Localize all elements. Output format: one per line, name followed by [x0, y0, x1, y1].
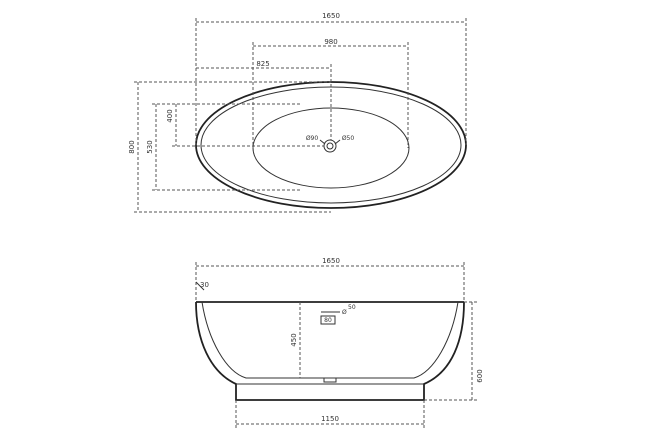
- label-drain-left: Ø90: [306, 135, 319, 142]
- drain-inner-icon: [326, 142, 334, 150]
- label-basin-width: 530: [146, 140, 154, 153]
- label-overall-length-side: 1650: [322, 257, 340, 265]
- label-overall-height: 600: [476, 369, 484, 382]
- leader-rim-thickness: [195, 281, 205, 291]
- tub-side-outer: [195, 301, 465, 401]
- label-base-length: 1150: [321, 415, 339, 423]
- label-basin-length: 980: [324, 38, 337, 46]
- label-drain-offset: 825: [256, 60, 269, 68]
- label-rim-thickness: 30: [200, 281, 209, 289]
- waste-fitting-icon: [323, 377, 337, 383]
- drain-icon: [323, 139, 337, 153]
- label-waste-a: 80: [324, 317, 332, 324]
- label-drain-center-y: 400: [166, 109, 174, 122]
- label-inner-depth: 450: [290, 333, 298, 346]
- label-waste-c: 50: [348, 304, 356, 311]
- top-view: 1650 980 825 800 530 400 Ø90 Ø50: [128, 12, 467, 213]
- label-drain-right: Ø50: [342, 135, 355, 142]
- label-overall-width: 800: [128, 140, 136, 153]
- leader-drain-right: [334, 139, 341, 145]
- side-view: 1650 30 450 600 1150 80 Ø 50: [195, 257, 484, 428]
- overflow-detail-box: [320, 315, 336, 325]
- tub-side-inner: [201, 301, 459, 379]
- label-waste-b: Ø: [342, 309, 347, 316]
- label-overall-length-top: 1650: [322, 12, 340, 20]
- leader-drain-left: [319, 139, 326, 145]
